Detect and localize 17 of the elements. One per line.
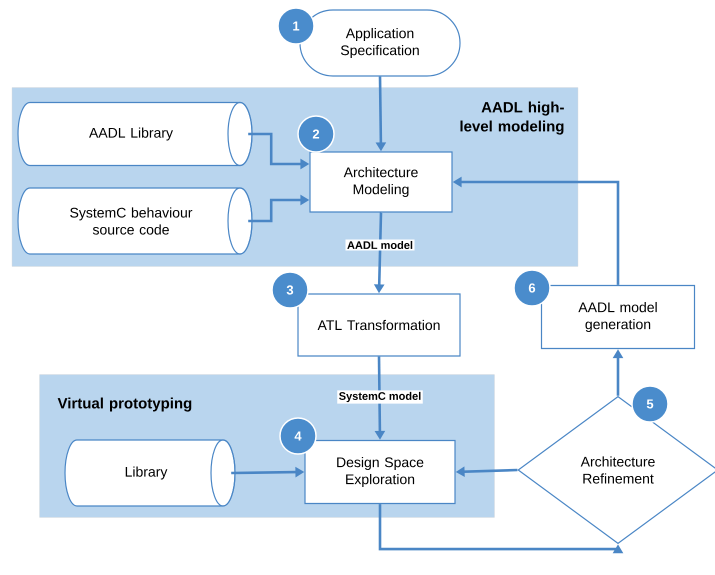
process-box: AADL model generation [540, 284, 696, 350]
number-badge: 2 [297, 115, 335, 153]
group-heading: AADL high-level modeling [460, 102, 564, 135]
number-badge: 4 [279, 417, 317, 455]
process-box: Design Space Exploration [304, 440, 456, 504]
number-badge: 1 [277, 7, 315, 45]
number-badge: 3 [271, 271, 309, 309]
process-box: Architecture Modeling [309, 151, 453, 213]
edge-label: AADL model [346, 239, 414, 251]
group-heading: Virtual prototyping [58, 398, 192, 412]
storage-cylinder: Library [64, 439, 236, 507]
storage-cylinder: SystemC behaviour source code [17, 187, 253, 255]
process-box: ATL Transformation [297, 293, 461, 357]
edge-label: SystemC model [337, 390, 423, 404]
number-badge: 6 [513, 269, 551, 307]
storage-cylinder: AADL Library [17, 102, 253, 166]
number-badge: 5 [631, 385, 669, 423]
